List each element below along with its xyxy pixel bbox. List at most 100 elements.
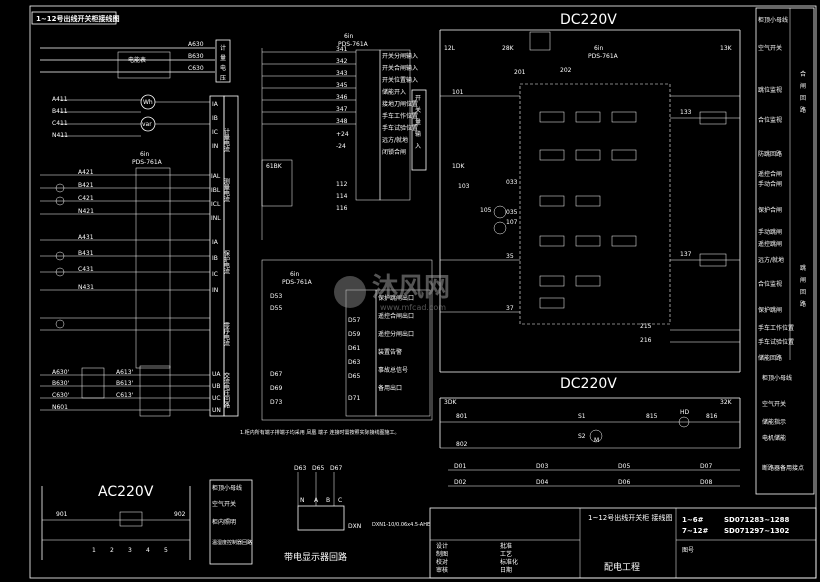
title-block: 1~12号出线开关柜 接线图 1~6# 7~12# SD071283~1288 … — [429, 507, 817, 579]
relay-right-name: 6in — [594, 45, 603, 52]
node-137: 137 — [680, 251, 692, 258]
dxn-d67: D67 — [330, 465, 342, 472]
tb-row-2: 校对 — [436, 558, 448, 566]
in-side-2: 量 — [415, 119, 421, 126]
meas-15: UN — [212, 407, 221, 414]
term-114: 114 — [336, 193, 348, 200]
ct-rows: A421 B421 C421 N421 A431 B431 C431 N431 — [40, 169, 210, 331]
in-3: 储能开入 — [382, 88, 406, 96]
meas-13: UB — [212, 383, 221, 390]
relay-right-model: PDS-761A — [588, 53, 619, 60]
meas-3: IN — [212, 143, 218, 150]
watermark: 沐风网 www.mfcad.com — [334, 273, 450, 312]
group-3: 零序电流 — [223, 322, 230, 347]
right-cells: 柜顶小母线 空气开关 跳位监视 合位监视 防跳回路 遥控合闸 手动合闸 保护合闸… — [755, 7, 815, 495]
in-5: 手车工作位置 — [382, 112, 418, 120]
relay-left-name: 6in — [140, 151, 149, 158]
node-s2: S2 — [578, 433, 586, 440]
phase-n411: N411 — [52, 132, 68, 139]
node-37: 37 — [506, 305, 514, 312]
ac-box-2: 柜内照明 — [212, 518, 236, 526]
meas-7: INL — [211, 215, 221, 222]
ac-2: 2 — [110, 547, 114, 554]
cell-15: 储能回路 — [758, 354, 782, 362]
code-32k: 32K — [720, 399, 733, 406]
code-1dk: 1DK — [452, 163, 465, 170]
t-d08: D08 — [700, 479, 712, 486]
tb-range2: 7~12# — [682, 527, 708, 535]
drawing-frame — [29, 5, 817, 579]
cell-0: 柜顶小母线 — [758, 16, 788, 24]
relay-mid-model: PDS-761A — [338, 41, 369, 48]
ac-901: 901 — [56, 511, 68, 518]
rs-bot-2: 回 — [800, 289, 806, 296]
dxn-display: D63 D65 D67 N A B C DXN 带电显示器回路 DXN1-10/… — [284, 465, 430, 563]
bus-c630: C630 — [188, 65, 204, 72]
term-341: 341 — [336, 46, 348, 53]
ac-side-2: 电 — [220, 64, 226, 72]
ac-4: 4 — [146, 547, 150, 554]
term-112: 112 — [336, 181, 348, 188]
cell-5: 遥控合闸 — [758, 170, 782, 178]
ac-3: 3 — [128, 547, 132, 554]
watermark-cn: 沐风网 — [372, 273, 450, 303]
ct-c431: C431 — [78, 266, 94, 273]
rs-bot-0: 跳 — [800, 264, 806, 272]
dxn-c: C — [338, 497, 342, 504]
meas-2: IC — [212, 129, 218, 136]
dxn-name: DXN — [348, 523, 361, 530]
ct-n431: N431 — [78, 284, 94, 291]
dxn-a: A — [314, 497, 319, 504]
pt-term-c: C613' — [116, 392, 134, 399]
meas-0: IA — [212, 101, 219, 108]
rs-bot-3: 路 — [800, 300, 806, 308]
ac-bus-section: A630 B630 C630 电能表 Wh var — [40, 41, 215, 137]
term-minus24: -24 — [336, 143, 346, 150]
relay-left: 6in PDS-761A — [132, 151, 171, 369]
node-801: 801 — [456, 413, 468, 420]
footnote: 1.柜内所有端子排端子均采用 凤凰 端子 连接时需按照实际接线图施工。 — [240, 429, 400, 436]
cell-1: 空气开关 — [758, 44, 782, 52]
group-2: 保护电流 — [223, 249, 230, 275]
term-347: 347 — [336, 106, 348, 113]
node-035: 035 — [506, 209, 518, 216]
group-4: 交流电压回路 — [223, 371, 230, 409]
tb-row-3: 审核 — [436, 566, 448, 574]
svg-text:电能表: 电能表 — [128, 56, 146, 64]
motor-circuit — [439, 397, 741, 449]
in-6: 手车试验位置 — [382, 124, 418, 132]
node-105: 105 — [480, 207, 492, 214]
bus-b630: B630 — [188, 53, 204, 60]
rs-top-2: 回 — [800, 95, 806, 102]
pt-rows: A630' B630' C630' N601 A613' B613' C613' — [40, 365, 210, 417]
node-m: M — [594, 437, 599, 444]
d59: D59 — [348, 331, 360, 338]
ct-b431: B431 — [78, 250, 94, 257]
node-201: 201 — [514, 69, 526, 76]
term-348: 348 — [336, 118, 348, 125]
relay-low-model: PDS-761A — [282, 279, 313, 286]
tb-name: 1~12号出线开关柜 接线图 — [588, 513, 672, 522]
dxn-n: N — [300, 497, 305, 504]
out-4: 事故总信号 — [378, 366, 408, 374]
cell-10: 远方/就地 — [758, 256, 784, 264]
ac-side-1: 量 — [220, 55, 226, 62]
dc-mid-label: DC220V — [560, 376, 617, 392]
group-1: 测量电流 — [223, 177, 230, 203]
ac-side-3: 压 — [220, 75, 226, 82]
in-0: 开关分闸输入 — [382, 52, 418, 60]
tb-row-5: 工艺 — [500, 550, 512, 558]
t-d04: D04 — [536, 479, 548, 486]
code-28k: 28K — [502, 45, 515, 52]
dc-top-label: DC220V — [560, 12, 617, 28]
ac-902: 902 — [174, 511, 186, 518]
d71: D71 — [348, 395, 360, 402]
node-802: 802 — [456, 441, 468, 448]
node-hd: HD — [680, 409, 690, 416]
d73: D73 — [270, 399, 282, 406]
group-0: 计量电流 — [223, 127, 230, 153]
rs-top-3: 路 — [800, 106, 806, 114]
term-116: 116 — [336, 205, 348, 212]
bus-a630: A630 — [188, 41, 204, 48]
